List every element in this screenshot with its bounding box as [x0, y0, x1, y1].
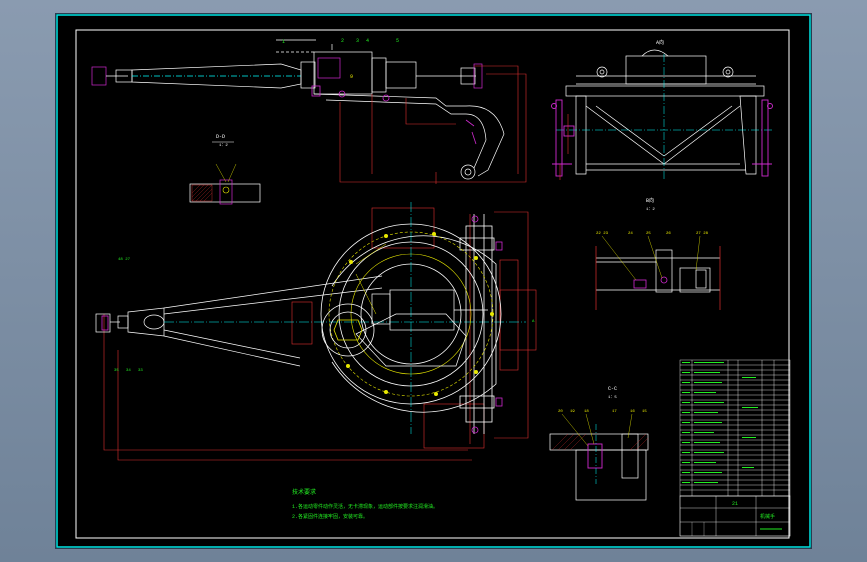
inner-frame: [75, 29, 790, 539]
view-b-label: B向: [646, 197, 654, 204]
section-dd-label: D-D: [216, 134, 225, 140]
top-view-magenta-details: [311, 85, 477, 145]
section-dd-scale: 1：2: [219, 143, 228, 148]
svg-text:24: 24: [628, 232, 633, 236]
view-b: B向 1：2 22 23 24 25 26 27 28: [595, 197, 721, 310]
title-block-sheet-number: 21: [732, 501, 738, 507]
svg-text:2: 2: [341, 38, 344, 44]
view-b-scale: 1：2: [646, 207, 655, 212]
svg-text:34: 34: [126, 369, 131, 373]
tech-requirement-line-2: 2.各紧固件连接牢固，安装可靠。: [292, 513, 368, 520]
svg-text:3: 3: [356, 38, 359, 44]
section-cc-scale: 1：5: [608, 395, 617, 400]
svg-text:25: 25: [646, 232, 651, 236]
cad-drawing-sheet: 1 2 3 4 5 9 D-D 1：2 A向: [56, 14, 811, 548]
svg-text:15: 15: [642, 410, 647, 414]
svg-text:26: 26: [666, 232, 671, 236]
svg-text:18: 18: [584, 410, 589, 414]
tech-requirements: 技术要求 1.各运动零件动作灵活，无卡滞现象，运动部件按要求注润滑油。 2.各紧…: [292, 488, 438, 520]
outer-border: [56, 14, 811, 548]
title-block: 21 机械手: [679, 495, 791, 537]
top-view-labels: 1 2 3 4 5 9: [282, 38, 399, 80]
svg-text:48 27: 48 27: [118, 258, 131, 262]
svg-text:A: A: [532, 320, 535, 324]
view-a: A向: [551, 39, 773, 180]
parts-list: [679, 359, 791, 497]
svg-text:22 23: 22 23: [596, 232, 609, 236]
svg-text:16: 16: [630, 410, 635, 414]
parts-list-text-strokes: [682, 362, 758, 483]
svg-text:17: 17: [612, 410, 617, 414]
svg-text:5: 5: [396, 38, 399, 44]
drawing-canvas: 1 2 3 4 5 9 D-D 1：2 A向: [56, 14, 811, 548]
tech-requirements-title: 技术要求: [292, 488, 316, 496]
section-cc-label: C-C: [608, 386, 617, 392]
view-a-label: A向: [656, 39, 664, 46]
section-dd: D-D 1：2: [189, 134, 261, 205]
svg-text:35: 35: [114, 369, 119, 373]
svg-text:19: 19: [570, 410, 575, 414]
top-view-arm: [91, 39, 505, 180]
section-cc: C-C 1：5 20 19 18 17 16 15: [549, 386, 649, 501]
svg-text:33: 33: [138, 369, 143, 373]
svg-text:20: 20: [558, 410, 563, 414]
tech-requirement-line-1: 1.各运动零件动作灵活，无卡滞现象，运动部件按要求注润滑油。: [292, 503, 438, 510]
svg-text:9: 9: [350, 74, 353, 80]
svg-text:4: 4: [366, 38, 369, 44]
svg-text:1: 1: [282, 39, 285, 45]
top-view-dimensions: [339, 65, 527, 184]
svg-text:27 28: 27 28: [696, 232, 709, 236]
title-block-drawing-name: 机械手: [760, 513, 775, 520]
main-plan-view: 48 27 35 34 33 A: [95, 202, 537, 461]
